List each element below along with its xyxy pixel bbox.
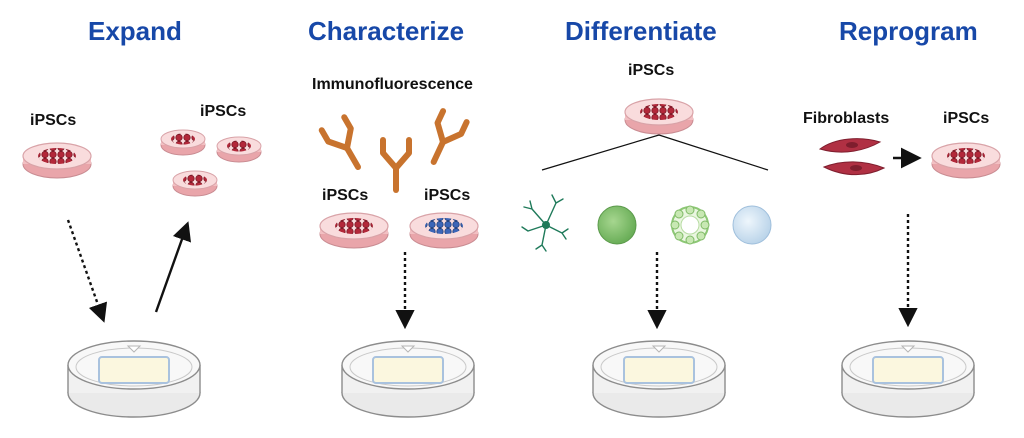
- petri-dish-icon: [216, 136, 262, 163]
- petri-dish-icon: [67, 340, 201, 418]
- branch-line: [658, 134, 769, 171]
- neuron-icon: [521, 194, 569, 252]
- antibody-icon: [422, 111, 467, 167]
- petri-dish-icon: [592, 340, 726, 418]
- arrow-icon: [154, 221, 192, 313]
- petri-dish-icon: [160, 129, 206, 156]
- label-ipscs-characterize-1: iPSCs: [322, 187, 369, 204]
- dotted-arrow-icon: [66, 219, 108, 323]
- spheroid-icon: [732, 205, 772, 245]
- petri-dish-icon: [624, 98, 694, 135]
- title-differentiate: Differentiate: [565, 16, 717, 46]
- branch-line: [541, 134, 660, 171]
- label-ipscs-expand-1: iPSCs: [30, 112, 77, 129]
- title-expand: Expand: [88, 16, 182, 46]
- label-fibroblasts: Fibroblasts: [803, 110, 890, 127]
- petri-dish-icon: [172, 170, 218, 197]
- fibroblast-icon: [818, 138, 886, 176]
- organoid-icon: [670, 205, 710, 245]
- petri-dish-icon: [319, 212, 389, 249]
- petri-dish-icon: [841, 340, 975, 418]
- petri-dish-icon: [22, 142, 92, 179]
- spheroid-icon: [597, 205, 637, 245]
- label-ipscs-reprogram: iPSCs: [943, 110, 990, 127]
- antibody-icon: [322, 117, 370, 173]
- label-ipscs-differentiate: iPSCs: [628, 62, 675, 79]
- antibody-icon: [383, 140, 409, 190]
- title-characterize: Characterize: [308, 16, 465, 46]
- label-ipscs-characterize-2: iPSCs: [424, 187, 471, 204]
- petri-dish-icon: [931, 142, 1001, 179]
- label-ipscs-expand-2: iPSCs: [200, 103, 247, 120]
- petri-dish-icon: [341, 340, 475, 418]
- label-immunofluorescence: Immunofluorescence: [312, 76, 473, 93]
- title-reprogram: Reprogram: [839, 16, 978, 46]
- petri-dish-icon: [409, 212, 479, 249]
